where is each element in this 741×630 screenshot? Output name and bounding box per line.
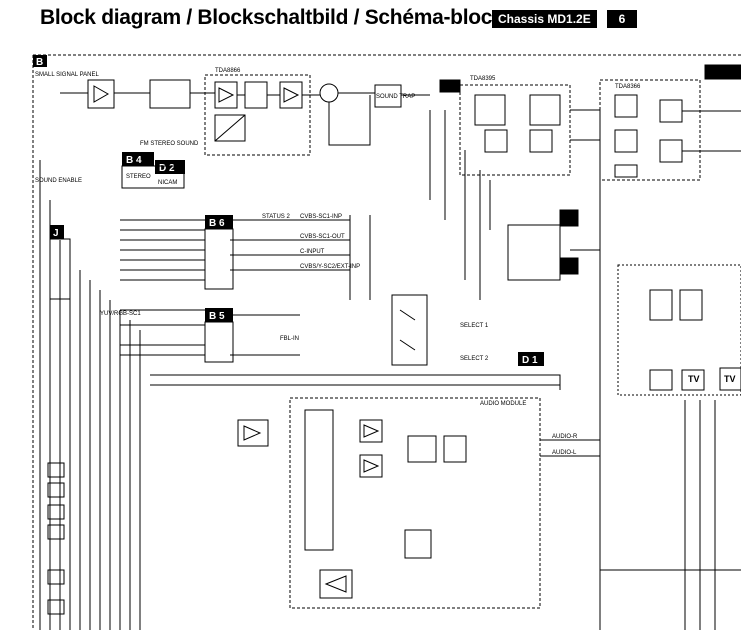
label-stereo: STEREO — [126, 174, 151, 180]
label-cvbs-sc1-out: CVBS-SC1-OUT — [300, 234, 345, 240]
label-fm-stereo: FM STEREO SOUND — [140, 141, 199, 147]
block-b5 — [205, 308, 233, 322]
block-b6 — [205, 215, 233, 229]
label-status: STATUS 2 — [262, 214, 290, 220]
label-cvbs-sc1: CVBS-SC1-INP — [300, 214, 342, 220]
block-b4-label: B 4 — [126, 155, 142, 166]
block-b-label: B — [36, 57, 43, 68]
label-sound-trap: SOUND TRAP — [376, 94, 415, 100]
label-select2: SELECT 2 — [460, 356, 489, 362]
label-audio-module: AUDIO MODULE — [480, 401, 526, 407]
label-rgb-yuv: YUV/RGB-SC1 — [100, 311, 141, 317]
label-c-input: C-INPUT — [300, 249, 325, 255]
page-number-badge: 6 — [607, 10, 637, 28]
chassis-badge: Chassis MD1.2E — [492, 10, 597, 28]
block-j-label: J — [53, 228, 59, 239]
block-d2 — [155, 160, 185, 174]
label-ic-right: TDA8366 — [615, 84, 641, 90]
block-b4 — [122, 152, 154, 166]
block-j — [50, 225, 64, 239]
label-sound-enable: SOUND ENABLE — [35, 178, 82, 184]
block-b — [33, 55, 47, 67]
label-tv-bottom: TV — [688, 374, 700, 384]
label-audio-l: AUDIO-L — [552, 450, 577, 456]
label-tv-right: TV — [724, 374, 736, 384]
block-d2-label: D 2 — [159, 163, 175, 174]
label-audio-r: AUDIO-R — [552, 434, 578, 440]
label-ic-mid: TDA8395 — [470, 76, 496, 82]
label-ic-left: TDA8866 — [215, 68, 241, 74]
block-d1-label: D 1 — [522, 355, 538, 366]
block-b5-label: B 5 — [209, 311, 225, 322]
label-small-signal-panel: SMALL SIGNAL PANEL — [35, 72, 99, 78]
block-b6-label: B 6 — [209, 218, 225, 229]
label-cvbs-yx: CVBS/Y-SC2/EXT-INP — [300, 264, 360, 270]
page-title: Block diagram / Blockschaltbild / Schéma… — [40, 6, 493, 29]
label-fbl-in: FBL-IN — [280, 336, 299, 342]
label-select1: SELECT 1 — [460, 323, 489, 329]
block-d1 — [518, 352, 544, 366]
label-nicam: NICAM — [158, 180, 177, 186]
